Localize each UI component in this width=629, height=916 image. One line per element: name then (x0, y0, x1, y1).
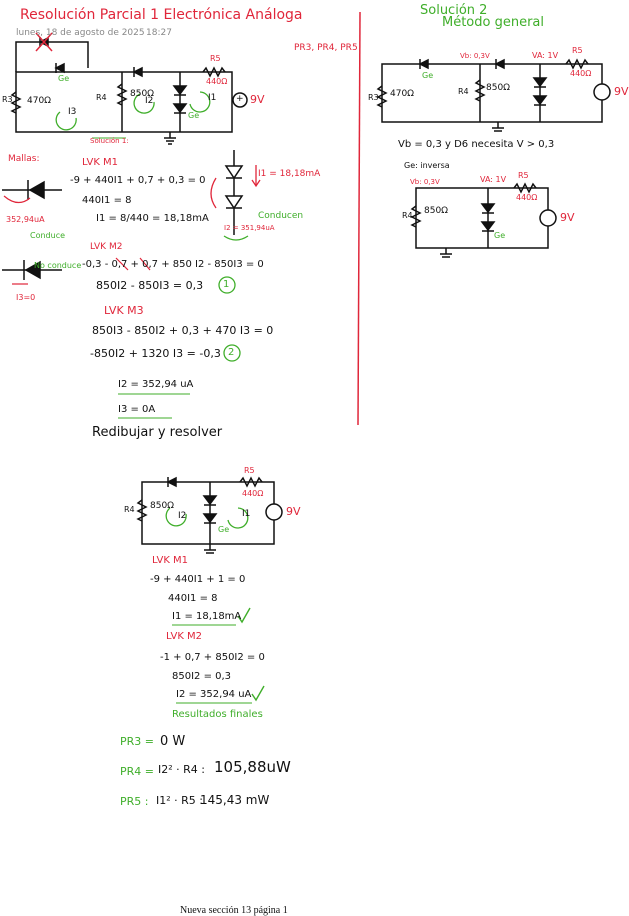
pr5-expr: I1² · R5 : (156, 794, 203, 807)
m1-eq2: 440I1 = 8 (82, 195, 132, 206)
c1-mesh-i3: I3 (68, 107, 77, 117)
c1-r5-value: 440Ω (206, 77, 228, 86)
c4-r5-value: 440Ω (516, 193, 538, 202)
c1-mesh-i2: I2 (145, 96, 154, 106)
diode-stack-i2: I2 = 351,94uA (224, 224, 275, 232)
m2-eq2: 850I2 - 850I3 = 0,3 (96, 279, 204, 292)
diode-stack-sketch (224, 150, 244, 235)
c4-source-label: 9V (560, 211, 575, 224)
c1-r3-label: R3 (2, 95, 13, 104)
c4-r5-label: R5 (518, 171, 529, 180)
mallas-label: Mallas: (8, 154, 40, 164)
c4-r4-label: R4 (402, 211, 413, 220)
m3-mark: 2 (228, 347, 235, 358)
c3-ge: Ge (218, 525, 230, 534)
page-footer: Nueva sección 13 página 1 (180, 905, 288, 916)
page-time: 18:27 (146, 28, 172, 38)
c3-r5-label: R5 (244, 466, 255, 475)
c3-source-label: 9V (286, 505, 301, 518)
c3-r4-value: 850Ω (150, 501, 175, 511)
m2-eq1: -0,3 - 0,7 + 0,7 + 850 I2 - 850I3 = 0 (82, 259, 264, 270)
pr4-expr: I2² · R4 : (158, 763, 205, 776)
d1-state: Conduce (30, 231, 66, 240)
lvk-m3-heading: LVK M3 (104, 304, 144, 317)
pr5-label: PR5 : (120, 795, 149, 808)
conducen-label: Conducen (258, 211, 304, 221)
solucion-2-title: Solución 2 (420, 3, 488, 18)
ge-inversa: Ge: inversa (404, 161, 450, 170)
c1-mesh-i1: I1 (208, 93, 217, 103)
c1-r4-value: 850Ω (130, 89, 155, 99)
circuit-1 (10, 36, 248, 145)
c2-r3-value: 470Ω (390, 89, 415, 99)
c4-r4-value: 850Ω (424, 206, 449, 216)
circuit-2 (376, 58, 611, 132)
c1-ge-a: Ge (58, 74, 70, 83)
m1-eq3: I1 = 8/440 = 18,18mA (96, 213, 209, 224)
pr4-value: 105,88uW (214, 758, 291, 776)
c3-r5-value: 440Ω (242, 489, 264, 498)
c4-va-label: VA: 1V (480, 175, 507, 184)
m3-eq1: 850I3 - 850I2 + 0,3 + 470 I3 = 0 (92, 324, 274, 337)
result-i2: I2 = 352,94 uA (118, 379, 194, 390)
diode-stack-i1: I1 = 18,18mA (258, 169, 321, 179)
c2-vb-label: Vb: 0,3V (460, 52, 490, 60)
d1-current: 352,94uA (6, 215, 45, 224)
c2-r3-label: R3 (368, 93, 379, 102)
b-lvk-m1-heading: LVK M1 (152, 555, 189, 566)
lvk-m2-heading: LVK M2 (90, 242, 123, 252)
c2-source-label: 9V (614, 85, 629, 98)
b-m1-eq3: I1 = 18,18mA (172, 611, 242, 622)
d2-current: I3=0 (16, 293, 36, 302)
result-i3: I3 = 0A (118, 404, 156, 415)
c2-va-label: VA: 1V (532, 51, 559, 60)
c1-r4-label: R4 (96, 93, 107, 102)
m2-mark: 1 (223, 279, 230, 290)
metodo-general: Método general (442, 15, 545, 30)
c3-r4-label: R4 (124, 505, 135, 514)
c3-mesh-i1: I1 (242, 509, 251, 519)
circuit-4 (410, 182, 557, 258)
diode-sketch-conduce (2, 180, 62, 200)
m3-eq2: -850I2 + 1320 I3 = -0,3 (90, 347, 221, 360)
resultados-finales: Resultados finales (172, 709, 263, 720)
c2-ge: Ge (422, 71, 434, 80)
pr-labels: PR3, PR4, PR5 (294, 43, 358, 53)
c2-r5-value: 440Ω (570, 69, 592, 78)
page-title: Resolución Parcial 1 Electrónica Análoga (20, 7, 303, 23)
c4-vb-label: Vb: 0,3V (410, 178, 440, 186)
solucion-1-label: Solución 1: (90, 137, 129, 145)
pr3-value: 0 W (160, 734, 186, 749)
diode-sketch-no-conduce (2, 260, 62, 280)
d2-state: No conduce (34, 261, 82, 270)
redibujar-text: Redibujar y resolver (92, 425, 223, 440)
c4-ge: Ge (494, 231, 506, 240)
c3-mesh-i2: I2 (178, 511, 187, 521)
c1-source-plus: + (236, 94, 244, 104)
c1-ge-b: Ge (188, 111, 200, 120)
circuit-3 (136, 476, 283, 554)
vb-statement: Vb = 0,3 y D6 necesita V > 0,3 (398, 139, 555, 150)
b-m1-eq2: 440I1 = 8 (168, 593, 218, 604)
c1-source-label: 9V (250, 93, 265, 106)
c2-r4-value: 850Ω (486, 83, 511, 93)
c1-r5-label: R5 (210, 54, 221, 63)
c1-r3-value: 470Ω (27, 96, 52, 106)
b-m2-eq1: -1 + 0,7 + 850I2 = 0 (160, 652, 265, 663)
c2-r4-label: R4 (458, 87, 469, 96)
page-date: lunes, 18 de agosto de 2025 (16, 28, 145, 38)
b-m1-eq1: -9 + 440I1 + 1 = 0 (150, 574, 246, 585)
pr5-value: 145,43 mW (200, 793, 270, 807)
pr3-label: PR3 = (120, 735, 154, 748)
b-lvk-m2-heading: LVK M2 (166, 631, 203, 642)
red-divider-line (357, 11, 361, 426)
c2-r5-label: R5 (572, 46, 583, 55)
b-m2-eq3: I2 = 352,94 uA (176, 689, 252, 700)
b-m2-eq2: 850I2 = 0,3 (172, 671, 232, 682)
pr4-label: PR4 = (120, 765, 154, 778)
lvk-m1-heading: LVK M1 (82, 157, 119, 168)
m1-eq1: -9 + 440I1 + 0,7 + 0,3 = 0 (70, 175, 206, 186)
